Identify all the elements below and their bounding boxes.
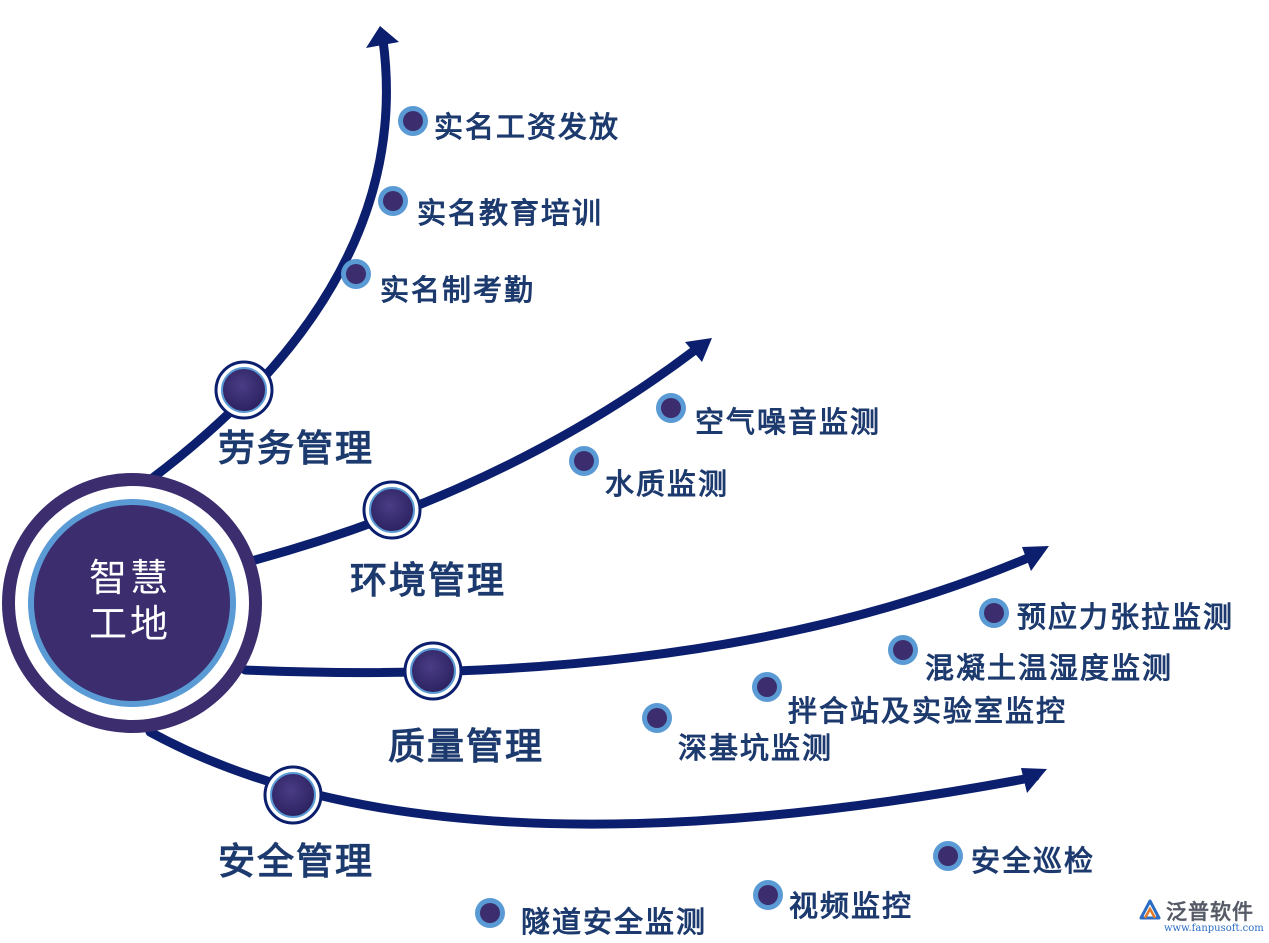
bullet-dot bbox=[642, 703, 672, 733]
node-safety bbox=[263, 765, 323, 825]
leaf-bullets bbox=[341, 106, 1009, 928]
arrow-labor bbox=[145, 35, 391, 485]
bullet-dot bbox=[475, 898, 505, 928]
node-environment bbox=[362, 480, 422, 540]
bullet-dot bbox=[888, 635, 918, 665]
center-title-line2: 工地 bbox=[88, 602, 171, 646]
brand-logo: 泛普软件 www.fanpusoft.com bbox=[1138, 896, 1264, 936]
bullet-dot bbox=[752, 672, 782, 702]
leaf-label: 安全巡检 bbox=[971, 844, 1096, 878]
branch-label-quality: 质量管理 bbox=[388, 725, 544, 768]
brand-name: 泛普软件 bbox=[1166, 900, 1254, 924]
bullet-dot bbox=[569, 446, 599, 476]
node-quality bbox=[403, 641, 463, 701]
leaf-label: 隧道安全监测 bbox=[521, 905, 708, 939]
arrowhead-quality bbox=[1022, 546, 1049, 571]
leaf-label: 实名制考勤 bbox=[380, 273, 536, 307]
brand-url: www.fanpusoft.com bbox=[1164, 923, 1264, 934]
bullet-dot bbox=[933, 841, 963, 871]
arrowhead-environment bbox=[685, 338, 712, 362]
arrowhead-labor bbox=[366, 26, 399, 48]
leaf-label: 混凝土温湿度监测 bbox=[925, 651, 1174, 685]
brand-mark-icon bbox=[1139, 899, 1161, 920]
bullet-dot bbox=[979, 598, 1009, 628]
branch-label-safety: 安全管理 bbox=[218, 840, 374, 883]
arrow-safety bbox=[145, 727, 1040, 829]
bullet-dot bbox=[378, 186, 408, 216]
bullet-dot bbox=[341, 259, 371, 289]
center-title-line1: 智慧 bbox=[88, 556, 171, 600]
branch-label-environment: 环境管理 bbox=[350, 559, 506, 602]
center-hub bbox=[2, 473, 262, 733]
leaf-label: 拌合站及实验室监控 bbox=[788, 694, 1068, 728]
leaf-label: 空气噪音监测 bbox=[695, 405, 882, 439]
arrow-quality bbox=[240, 550, 1040, 678]
arrow-environment bbox=[250, 345, 700, 565]
bullet-dot bbox=[656, 393, 686, 423]
leaf-label: 实名工资发放 bbox=[434, 110, 621, 144]
branch-nodes bbox=[214, 360, 463, 825]
leaf-label: 实名教育培训 bbox=[417, 196, 604, 230]
bullet-dot bbox=[398, 106, 428, 136]
leaf-label: 水质监测 bbox=[605, 467, 730, 501]
node-labor bbox=[214, 360, 274, 420]
arrowhead-safety bbox=[1021, 768, 1047, 793]
bullet-dot bbox=[753, 880, 783, 910]
leaf-label: 视频监控 bbox=[789, 889, 914, 923]
branch-label-labor: 劳务管理 bbox=[218, 427, 374, 470]
leaf-label: 预应力张拉监测 bbox=[1017, 600, 1235, 634]
leaf-label: 深基坑监测 bbox=[678, 731, 834, 765]
center-hub-label: 智慧 工地 bbox=[55, 555, 205, 647]
